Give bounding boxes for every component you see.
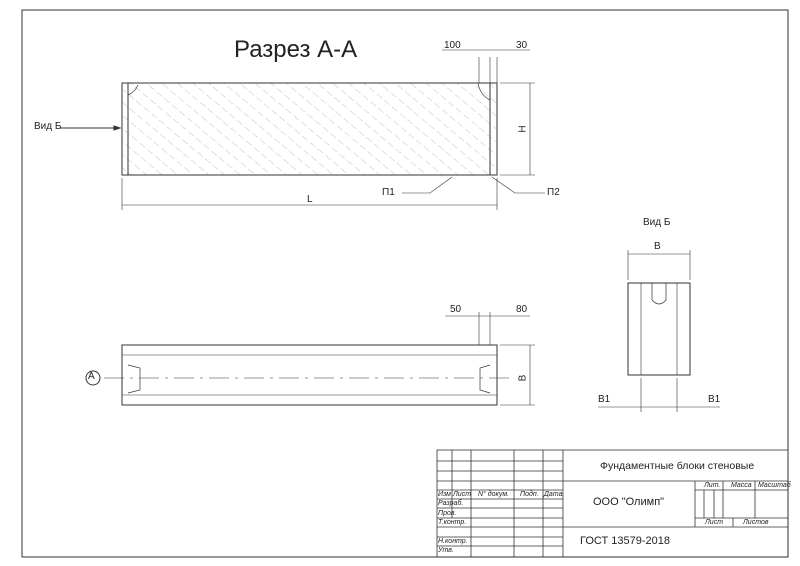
row-norm-control: Н.контр. (438, 538, 468, 545)
mass-label: Масса (731, 482, 752, 489)
plan-view (85, 312, 535, 406)
section-title: Разрез А-А (234, 36, 358, 63)
dim-h: H (517, 125, 529, 133)
col-izm: Изм (438, 491, 451, 498)
view-b-arrow-label: Вид Б (34, 121, 62, 132)
dim-100: 100 (444, 40, 461, 51)
sheet-label: Лист (705, 519, 724, 526)
col-date: Дата (544, 491, 563, 498)
standard-number: ГОСТ 13579-2018 (580, 535, 670, 547)
label-p2: П2 (547, 187, 560, 198)
col-list: Лист (453, 491, 472, 498)
col-sign: Подп. (520, 491, 539, 498)
row-checked: Пров. (438, 510, 457, 517)
sheets-label: Листов (743, 519, 769, 526)
dim-80: 80 (516, 304, 528, 315)
dim-b1-left: B1 (598, 394, 611, 405)
row-developed: Разраб. (438, 500, 464, 507)
label-p1: П1 (382, 187, 395, 198)
product-name: Фундаментные блоки стеновые (600, 460, 755, 472)
view-b (598, 250, 720, 412)
dim-30: 30 (516, 40, 528, 51)
sheet-frame (21, 9, 789, 558)
dim-b-view: B (654, 241, 661, 252)
lit-label: Лит. (704, 482, 721, 489)
company-name: ООО "Олимп" (593, 496, 665, 508)
view-b-title: Вид Б (643, 217, 671, 228)
scale-label: Масштаб (758, 482, 791, 489)
dim-b-plan: B (517, 374, 529, 382)
row-tech-control: Т.контр. (438, 519, 467, 526)
col-doc: N° докум. (478, 491, 510, 498)
dim-b1-right: B1 (708, 394, 721, 405)
dim-l: L (307, 194, 313, 205)
section-mark-a: А (88, 371, 95, 382)
title-block (436, 449, 789, 558)
dim-50: 50 (450, 304, 462, 315)
section-a-a (60, 49, 545, 210)
row-approved: Утв. (438, 547, 454, 554)
